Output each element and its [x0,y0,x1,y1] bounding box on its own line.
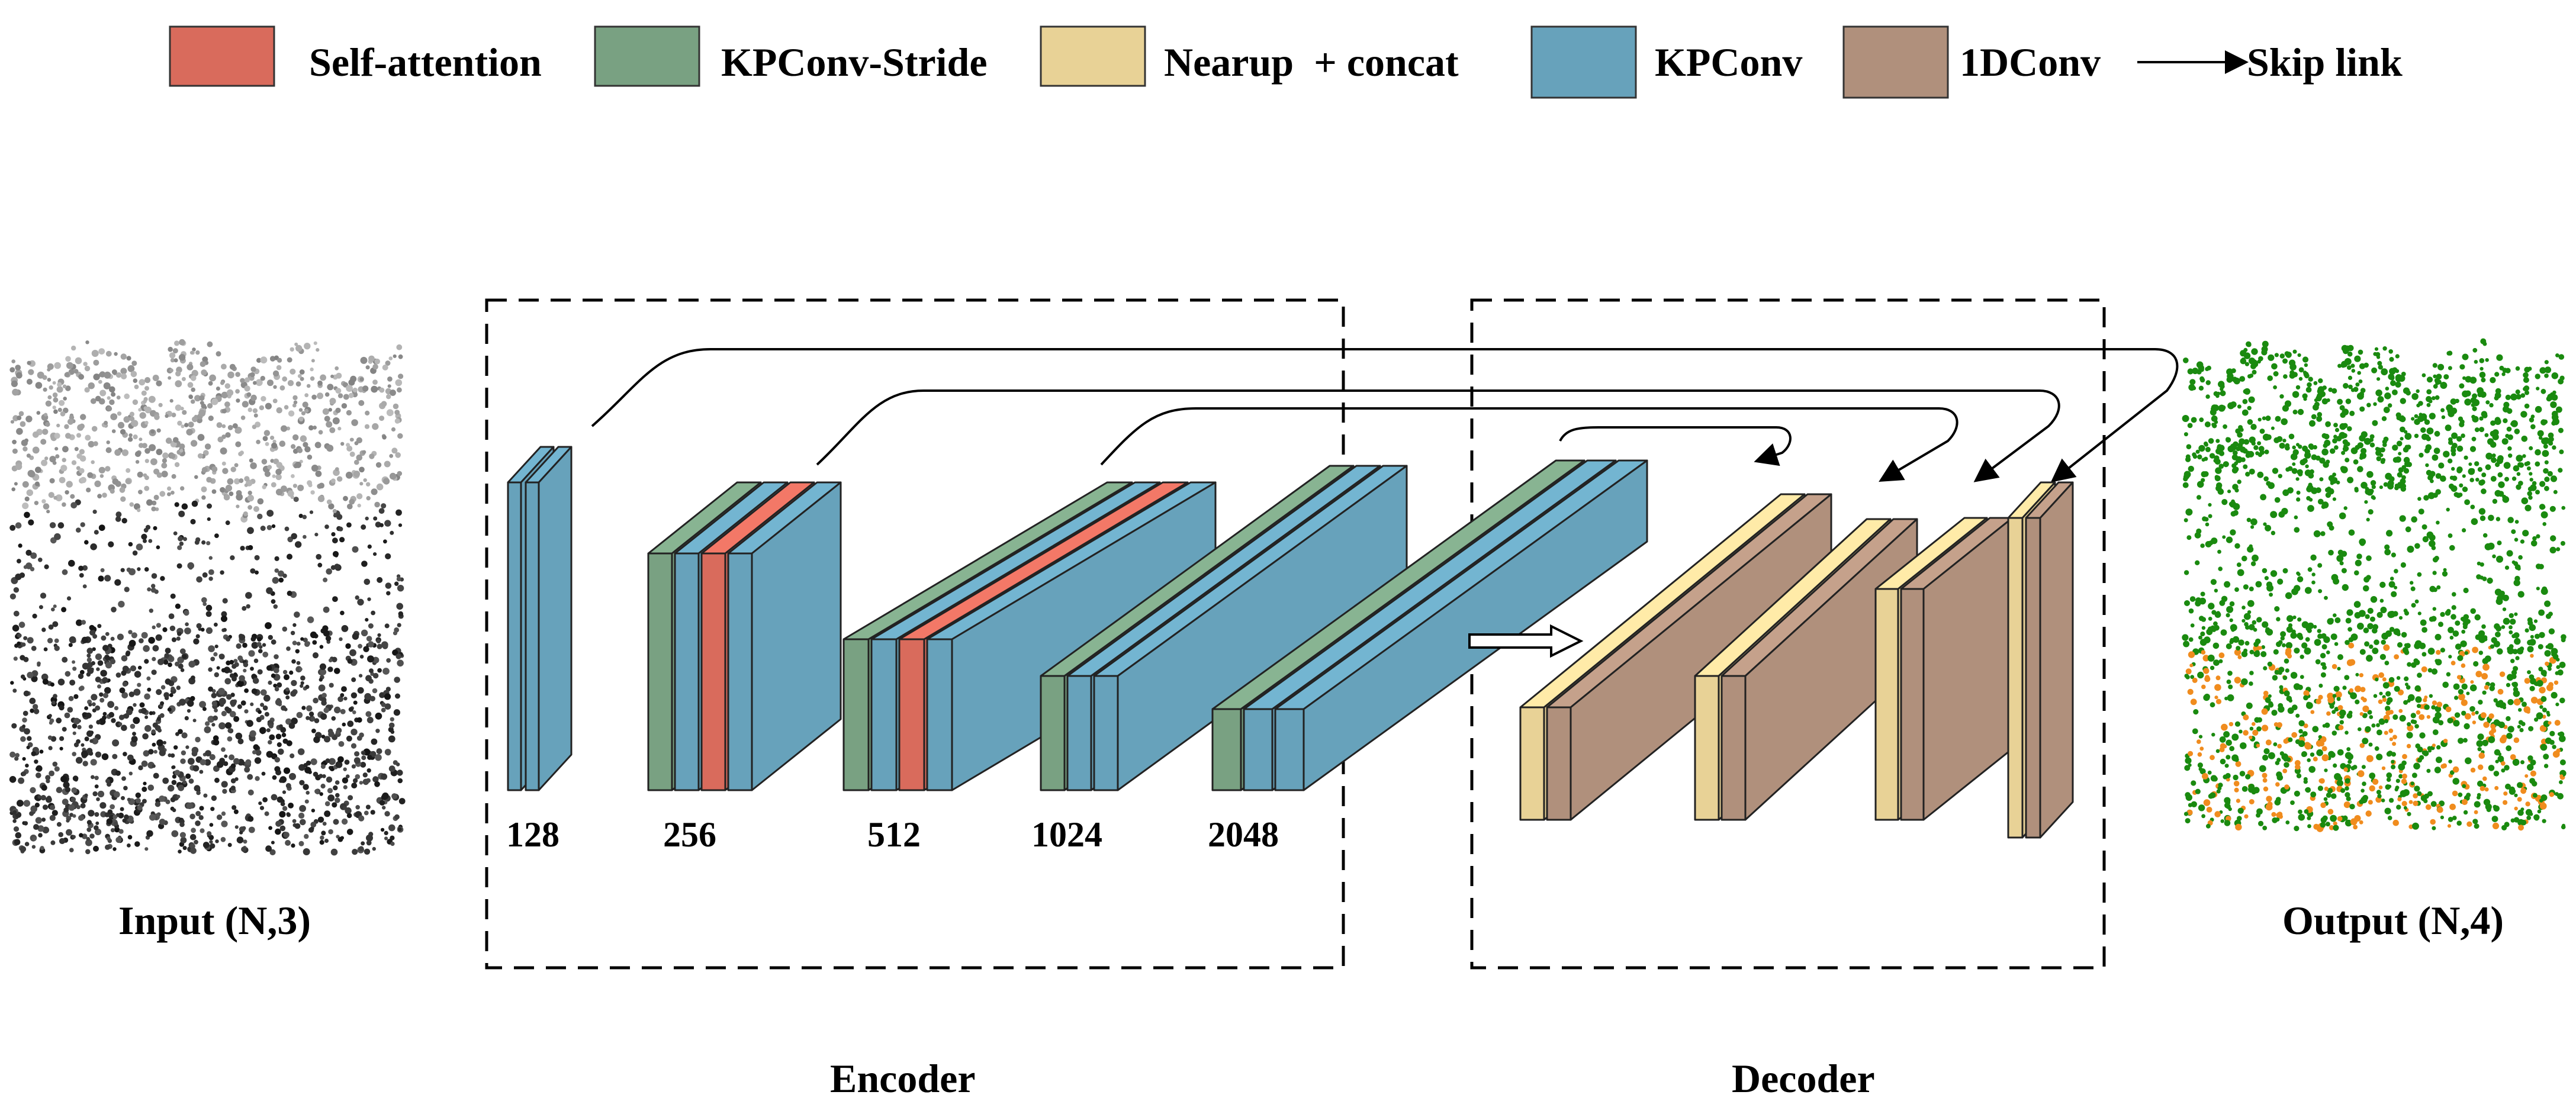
decoder-block-4-layer-2 [2025,481,2074,839]
encoder-block-1024-layer-3 [1093,465,1408,791]
decoder-block-1-layer-1-front [1519,706,1545,821]
hollow-arrow [1468,624,1584,658]
decoder-block-1-layer-2-front [1546,706,1572,821]
encoder-block-512-layer-4-front [926,638,953,791]
channel-label-128: 128 [506,815,559,854]
encoder-block-2048 [1211,459,1648,791]
encoder-block-1024 [1040,465,1408,791]
encoder-block-256-layer-1-front [647,552,673,791]
encoder-block-128 [507,446,573,791]
legend-label-kpconv-stride: KPConv-Stride [721,40,988,85]
legend-swatch-kpconv [1530,25,1637,99]
encoder-block-256-layer-3-front [700,552,726,791]
encoder-block-128-layer-2-front [525,481,540,791]
legend-swatch-kpconv-stride [594,25,700,87]
encoder-label: Encoder [830,1056,976,1101]
output-label: Output (N,4) [2282,898,2504,943]
legend-label-self-attention: Self-attention [309,40,542,85]
decoder-block-2-layer-1-front [1694,675,1720,821]
legend-swatch-self-attention [169,25,275,87]
encoder-block-2048-layer-1-front [1211,708,1242,791]
skip-links [591,348,2179,482]
output-point-cloud [2182,338,2567,832]
bottleneck-arrow [1468,624,1584,658]
decoder-block-3 [1874,517,2014,821]
decoder-block-1 [1519,493,1832,821]
encoder-block-256-layer-2-front [674,552,700,791]
encoder-block-256-layer-4 [727,481,842,791]
channel-label-256: 256 [663,815,716,854]
channel-label-2048: 2048 [1208,815,1279,854]
legend-swatch-nearup [1040,25,1146,87]
encoder-block-128-layer-2 [525,446,573,791]
legend-label-1dconv: 1DConv [1960,40,2101,85]
decoder-block-3-layer-1-front [1874,588,1899,821]
decoder-block-3-layer-2 [1900,517,2014,821]
channel-label-1024: 1024 [1031,815,1102,854]
decoder-block-4-layer-2-front [2025,517,2041,839]
encoder-block-512-layer-1-front [842,638,870,791]
encoder-block-512-layer-2-front [870,638,898,791]
decoder-blocks [1519,481,2074,839]
encoder-block-1024-layer-2-front [1066,675,1092,791]
encoder-block-2048-layer-2-front [1243,708,1273,791]
legend-label-kpconv: KPConv [1655,40,1802,85]
input-label: Input (N,3) [118,898,311,943]
legend-label-skip-link: Skip link [2247,40,2403,85]
encoder-block-256-layer-4-front [727,552,753,791]
decoder-frame [1470,298,2106,970]
encoder-block-1024-layer-3-front [1093,675,1119,791]
encoder-block-512-layer-4 [926,481,1217,791]
skip-link-1024 [1559,426,1792,466]
encoder-block-2048-layer-3-front [1274,708,1305,791]
encoder-blocks [507,446,1648,791]
legend-label-nearup: Nearup + concat [1164,40,1459,85]
skip-link-256 [816,389,2060,482]
decoder-block-3-layer-2-front [1900,588,1925,821]
decoder-block-2 [1694,518,1918,821]
legend-swatch-1dconv [1842,25,1949,99]
encoder-block-512 [842,481,1217,791]
encoder-block-512-layer-3-front [898,638,925,791]
decoder-block-4-layer-1-front [2007,517,2024,839]
encoder-block-2048-layer-3 [1274,459,1648,791]
skip-link-128 [591,348,2179,482]
input-point-cloud [9,339,406,856]
skip-link-512 [1100,407,1958,482]
encoder-block-256 [647,481,842,791]
decoder-block-2-layer-2-front [1720,675,1747,821]
decoder-block-4-layer-2-side [2039,481,2074,839]
encoder-block-128-layer-1-front [507,481,522,791]
channel-label-512: 512 [867,815,921,854]
legend: Self-attention KPConv-Stride Nearup + co… [169,25,2403,99]
decoder-block-4 [2007,481,2074,839]
encoder-block-128-layer-2-side [538,446,573,791]
encoder-block-1024-layer-1-front [1040,675,1066,791]
decoder-label: Decoder [1732,1056,1875,1101]
